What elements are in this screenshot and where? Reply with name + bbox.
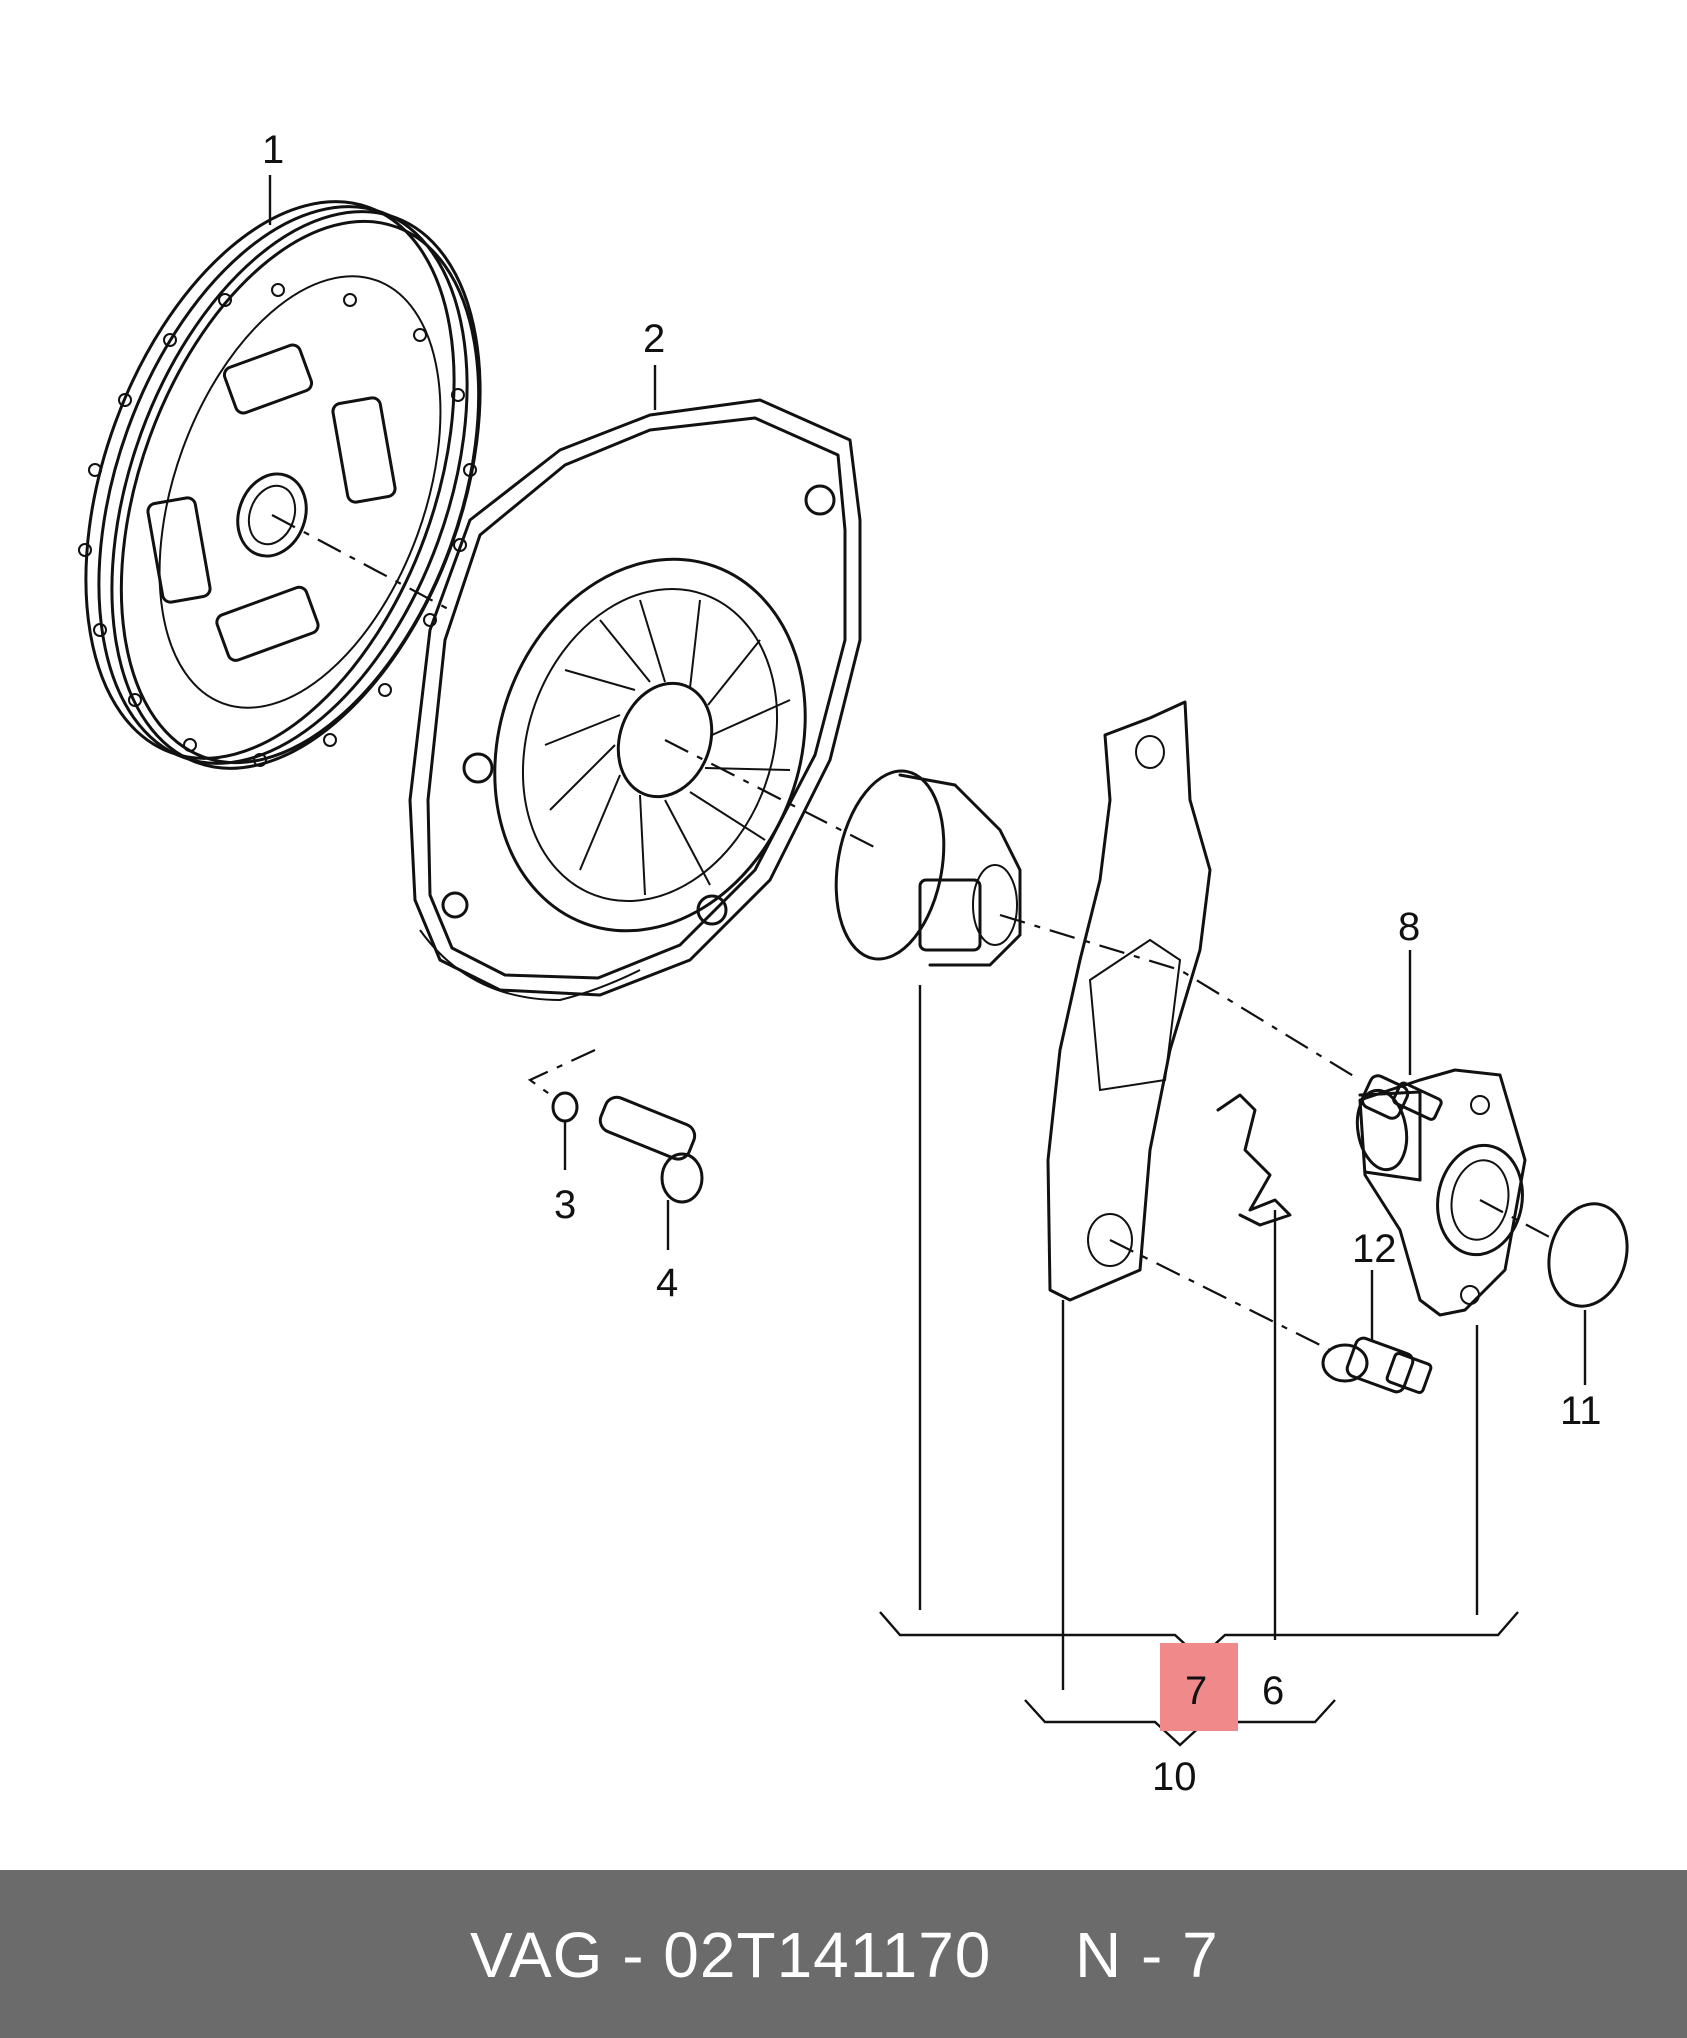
pressure-plate-part <box>408 398 862 1002</box>
highlight-box <box>1160 1643 1238 1731</box>
position-label: N - 7 <box>1075 1919 1219 1991</box>
callout-10: 10 <box>1152 1755 1197 1799</box>
assembly-axis-lines <box>271 514 1556 1351</box>
leader-lines <box>268 175 1587 1690</box>
guide-sleeve-part <box>1355 1068 1527 1317</box>
callout-7: 7 <box>1185 1669 1207 1713</box>
callout-3: 3 <box>554 1183 576 1227</box>
bolt-8-part <box>1360 1074 1443 1121</box>
release-bearing-part <box>834 769 1022 967</box>
callout-11: 11 <box>1560 1389 1602 1433</box>
exploded-parts-diagram: 1 2 3 4 8 12 11 7 6 10 <box>78 128 1629 1799</box>
callout-1: 1 <box>262 128 284 172</box>
callout-12: 12 <box>1352 1227 1397 1271</box>
callout-6: 6 <box>1262 1669 1284 1713</box>
spring-clip-part <box>1216 1093 1292 1227</box>
bolt-4-part <box>598 1095 704 1204</box>
callout-2: 2 <box>643 317 665 361</box>
callout-4: 4 <box>656 1261 678 1305</box>
footer-bar: VAG - 02T141170 N - 7 <box>0 1870 1687 2038</box>
release-fork-part <box>1046 700 1212 1302</box>
o-ring-part <box>1547 1202 1629 1308</box>
washer-part <box>551 1091 579 1123</box>
bolt-12-part <box>1321 1336 1433 1394</box>
callout-8: 8 <box>1398 905 1420 949</box>
clutch-disc-part <box>78 200 482 770</box>
part-number-label: VAG - 02T141170 <box>470 1919 992 1991</box>
